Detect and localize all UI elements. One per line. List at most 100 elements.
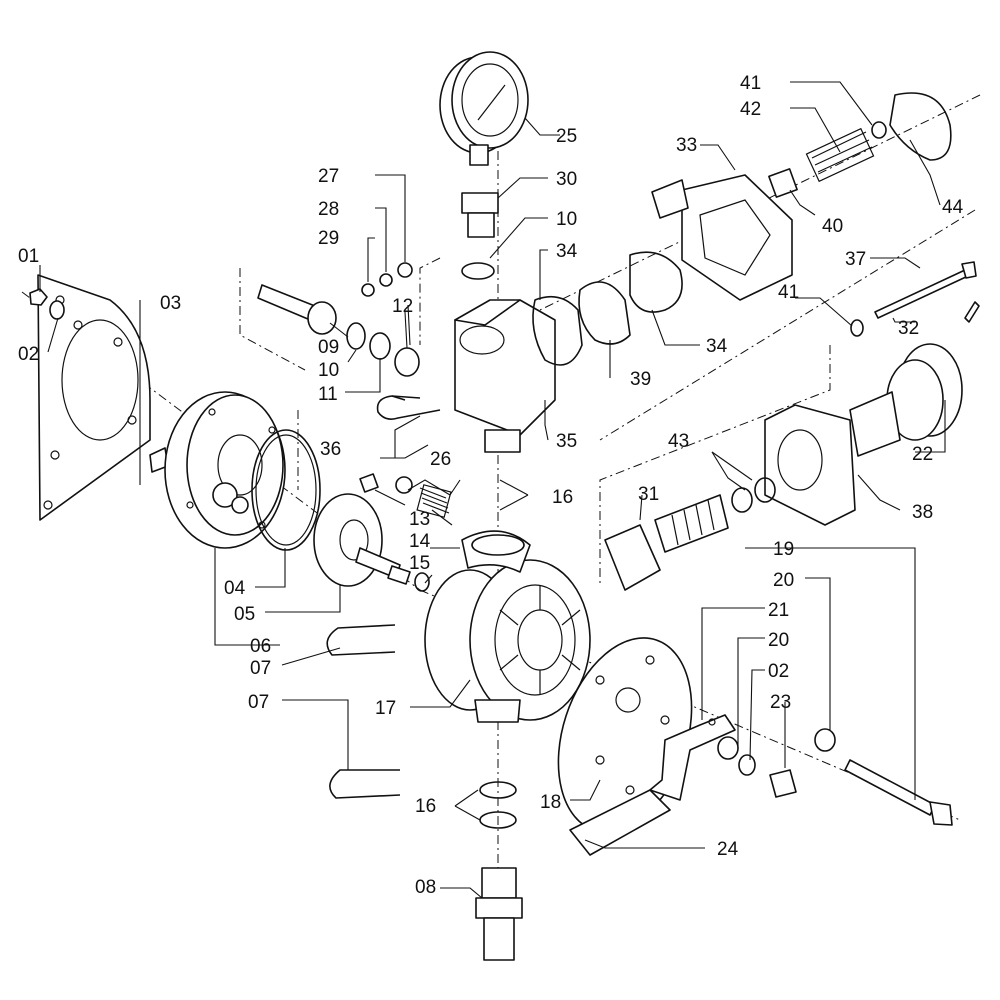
callout-31: 31 — [638, 484, 659, 505]
lock-washer-02a — [49, 300, 65, 320]
callout-10-side: 10 — [318, 360, 339, 381]
o-ring-43-a — [731, 487, 753, 513]
callout-14: 14 — [409, 531, 431, 552]
callout-28: 28 — [318, 199, 339, 220]
washer-20a — [717, 736, 739, 760]
callout-01: 01 — [18, 246, 39, 267]
o-ring-43-b — [754, 477, 776, 503]
regulator-spring — [805, 127, 875, 183]
callout-04: 04 — [224, 578, 246, 599]
callout-numbers: 01 02 03 04 05 06 07 07 08 09 10 11 12 1… — [18, 73, 964, 898]
callout-38: 38 — [912, 502, 933, 523]
gasket-34-left — [532, 295, 583, 366]
callout-35: 35 — [556, 431, 577, 452]
callout-16-lower: 16 — [415, 796, 436, 817]
callout-39: 39 — [630, 369, 651, 390]
u-bolt-low — [329, 769, 401, 799]
callout-10-top: 10 — [556, 209, 577, 230]
callout-02-right: 02 — [768, 661, 789, 682]
valve-block — [454, 299, 556, 453]
washer-41-top — [871, 121, 887, 139]
hex-nut — [29, 288, 48, 306]
o-ring-16-a — [479, 781, 517, 799]
spring-pin — [964, 301, 980, 323]
callout-21: 21 — [768, 600, 789, 621]
callout-29: 29 — [318, 228, 339, 249]
outlet-fitting — [475, 867, 523, 961]
injector-nipple — [257, 284, 337, 335]
o-ring-large — [251, 429, 321, 551]
callout-09: 09 — [318, 337, 339, 358]
callout-30: 30 — [556, 169, 577, 190]
callout-26: 26 — [430, 449, 451, 470]
callout-36: 36 — [320, 439, 341, 460]
gasket-44 — [889, 92, 952, 161]
u-bolt-mid — [326, 624, 396, 656]
callout-11: 11 — [318, 384, 338, 405]
callout-16-upper: 16 — [552, 487, 573, 508]
control-knob — [886, 343, 963, 441]
plug — [769, 769, 797, 798]
callout-20-right: 20 — [773, 570, 794, 591]
callout-20-left: 20 — [768, 630, 789, 651]
callout-18: 18 — [540, 792, 561, 813]
callout-02-left: 02 — [18, 344, 39, 365]
callout-22: 22 — [912, 444, 933, 465]
small-o-ring — [414, 572, 430, 592]
callout-43: 43 — [668, 431, 689, 452]
callout-33: 33 — [676, 135, 697, 156]
callout-07-lower: 07 — [248, 692, 269, 713]
washer-20b — [814, 728, 836, 752]
pump-body — [424, 530, 591, 723]
callout-03: 03 — [160, 293, 181, 314]
callout-13: 13 — [409, 509, 430, 530]
o-ring-large-inner — [255, 434, 317, 546]
gauge-adapter — [461, 192, 499, 238]
callout-40: 40 — [822, 216, 843, 237]
distributor-spool — [604, 494, 729, 591]
o-ring-10-top — [461, 262, 495, 280]
callout-05: 05 — [234, 604, 255, 625]
washer-12 — [394, 347, 420, 377]
u-bolt-26 — [391, 395, 421, 399]
rod-head — [961, 261, 977, 279]
shaft-disc — [313, 493, 411, 587]
callout-12: 12 — [392, 296, 413, 317]
callout-41-mid: 41 — [778, 282, 799, 303]
nut-29 — [361, 283, 375, 297]
callout-41-top: 41 — [740, 73, 761, 94]
washer-11 — [369, 332, 391, 360]
pump-flange — [149, 391, 286, 549]
callout-07-upper: 07 — [250, 658, 271, 679]
callout-06: 06 — [250, 636, 271, 657]
washer-28 — [379, 273, 393, 287]
valve-housing — [764, 391, 901, 526]
gasket-34-right — [629, 251, 683, 313]
washer-27 — [397, 262, 413, 278]
callout-17: 17 — [375, 698, 396, 719]
callout-19: 19 — [773, 539, 794, 560]
u-bolt-top — [376, 395, 441, 420]
long-rod — [874, 269, 969, 319]
washer-41-low — [850, 319, 864, 337]
regulator-plunger — [768, 168, 798, 198]
leader-lines — [39, 81, 946, 899]
lever-handle — [569, 714, 736, 856]
callout-34-right: 34 — [706, 336, 728, 357]
o-ring-10-side — [346, 322, 366, 350]
callout-23: 23 — [770, 692, 791, 713]
callout-27: 27 — [318, 166, 339, 187]
valve-plate — [578, 281, 631, 345]
callout-37: 37 — [845, 249, 866, 270]
callout-15: 15 — [409, 553, 430, 574]
callout-44: 44 — [942, 197, 964, 218]
long-bolt — [844, 759, 953, 826]
callout-24: 24 — [717, 839, 739, 860]
regulator-cover — [651, 174, 793, 301]
callout-32: 32 — [898, 318, 919, 339]
callout-25: 25 — [556, 126, 577, 147]
valve-ball-spring — [359, 473, 452, 518]
pressure-gauge — [439, 51, 529, 166]
callout-42: 42 — [740, 99, 761, 120]
